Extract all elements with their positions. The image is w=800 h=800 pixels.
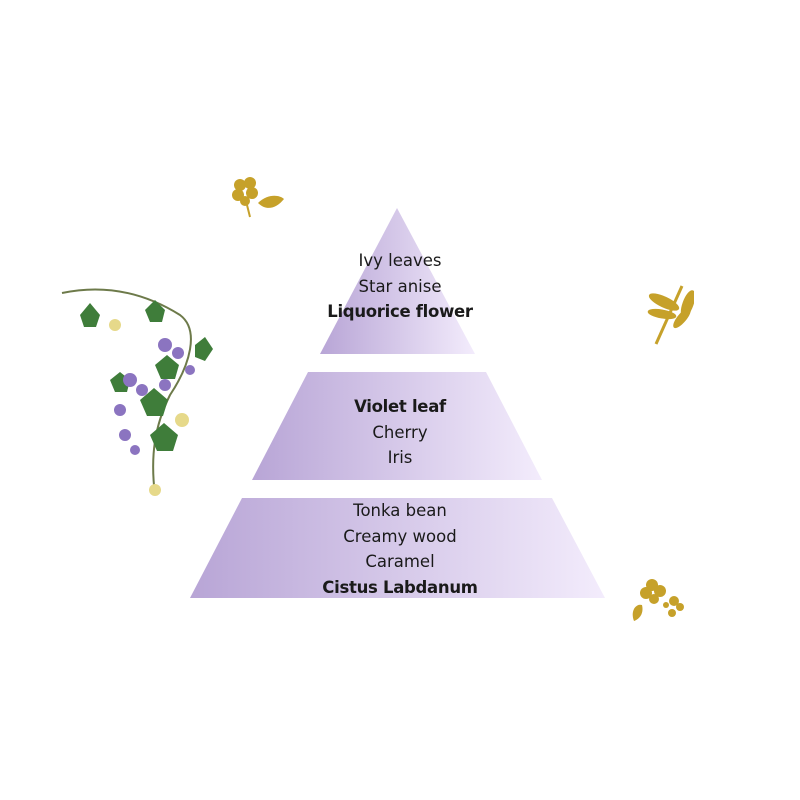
- pyramid-top-tier: [320, 208, 475, 354]
- note: Cherry: [372, 422, 428, 442]
- base-notes: Tonka bean Creamy wood Caramel Cistus La…: [0, 498, 800, 600]
- note-key: Liquorice flower: [327, 302, 473, 321]
- gold-dragonfly-icon: [647, 285, 694, 345]
- note-key: Cistus Labdanum: [322, 577, 478, 597]
- ivy-violet-illustration: [61, 288, 213, 496]
- note: Iris: [387, 448, 413, 467]
- gold-blossom-icon: [632, 579, 684, 621]
- gold-flower-icon: [232, 177, 284, 218]
- pyramid-heart-tier: [252, 372, 542, 480]
- note: Star anise: [358, 276, 442, 296]
- heart-notes: Violet leaf Cherry Iris: [0, 394, 800, 471]
- note: Creamy wood: [343, 526, 457, 546]
- note: Ivy leaves: [358, 251, 442, 270]
- note-key: Violet leaf: [354, 397, 446, 416]
- top-notes: Ivy leaves Star anise Liquorice flower: [0, 248, 800, 325]
- pyramid-base-tier: [190, 498, 605, 598]
- note: Tonka bean: [353, 501, 447, 520]
- note: Caramel: [365, 552, 435, 571]
